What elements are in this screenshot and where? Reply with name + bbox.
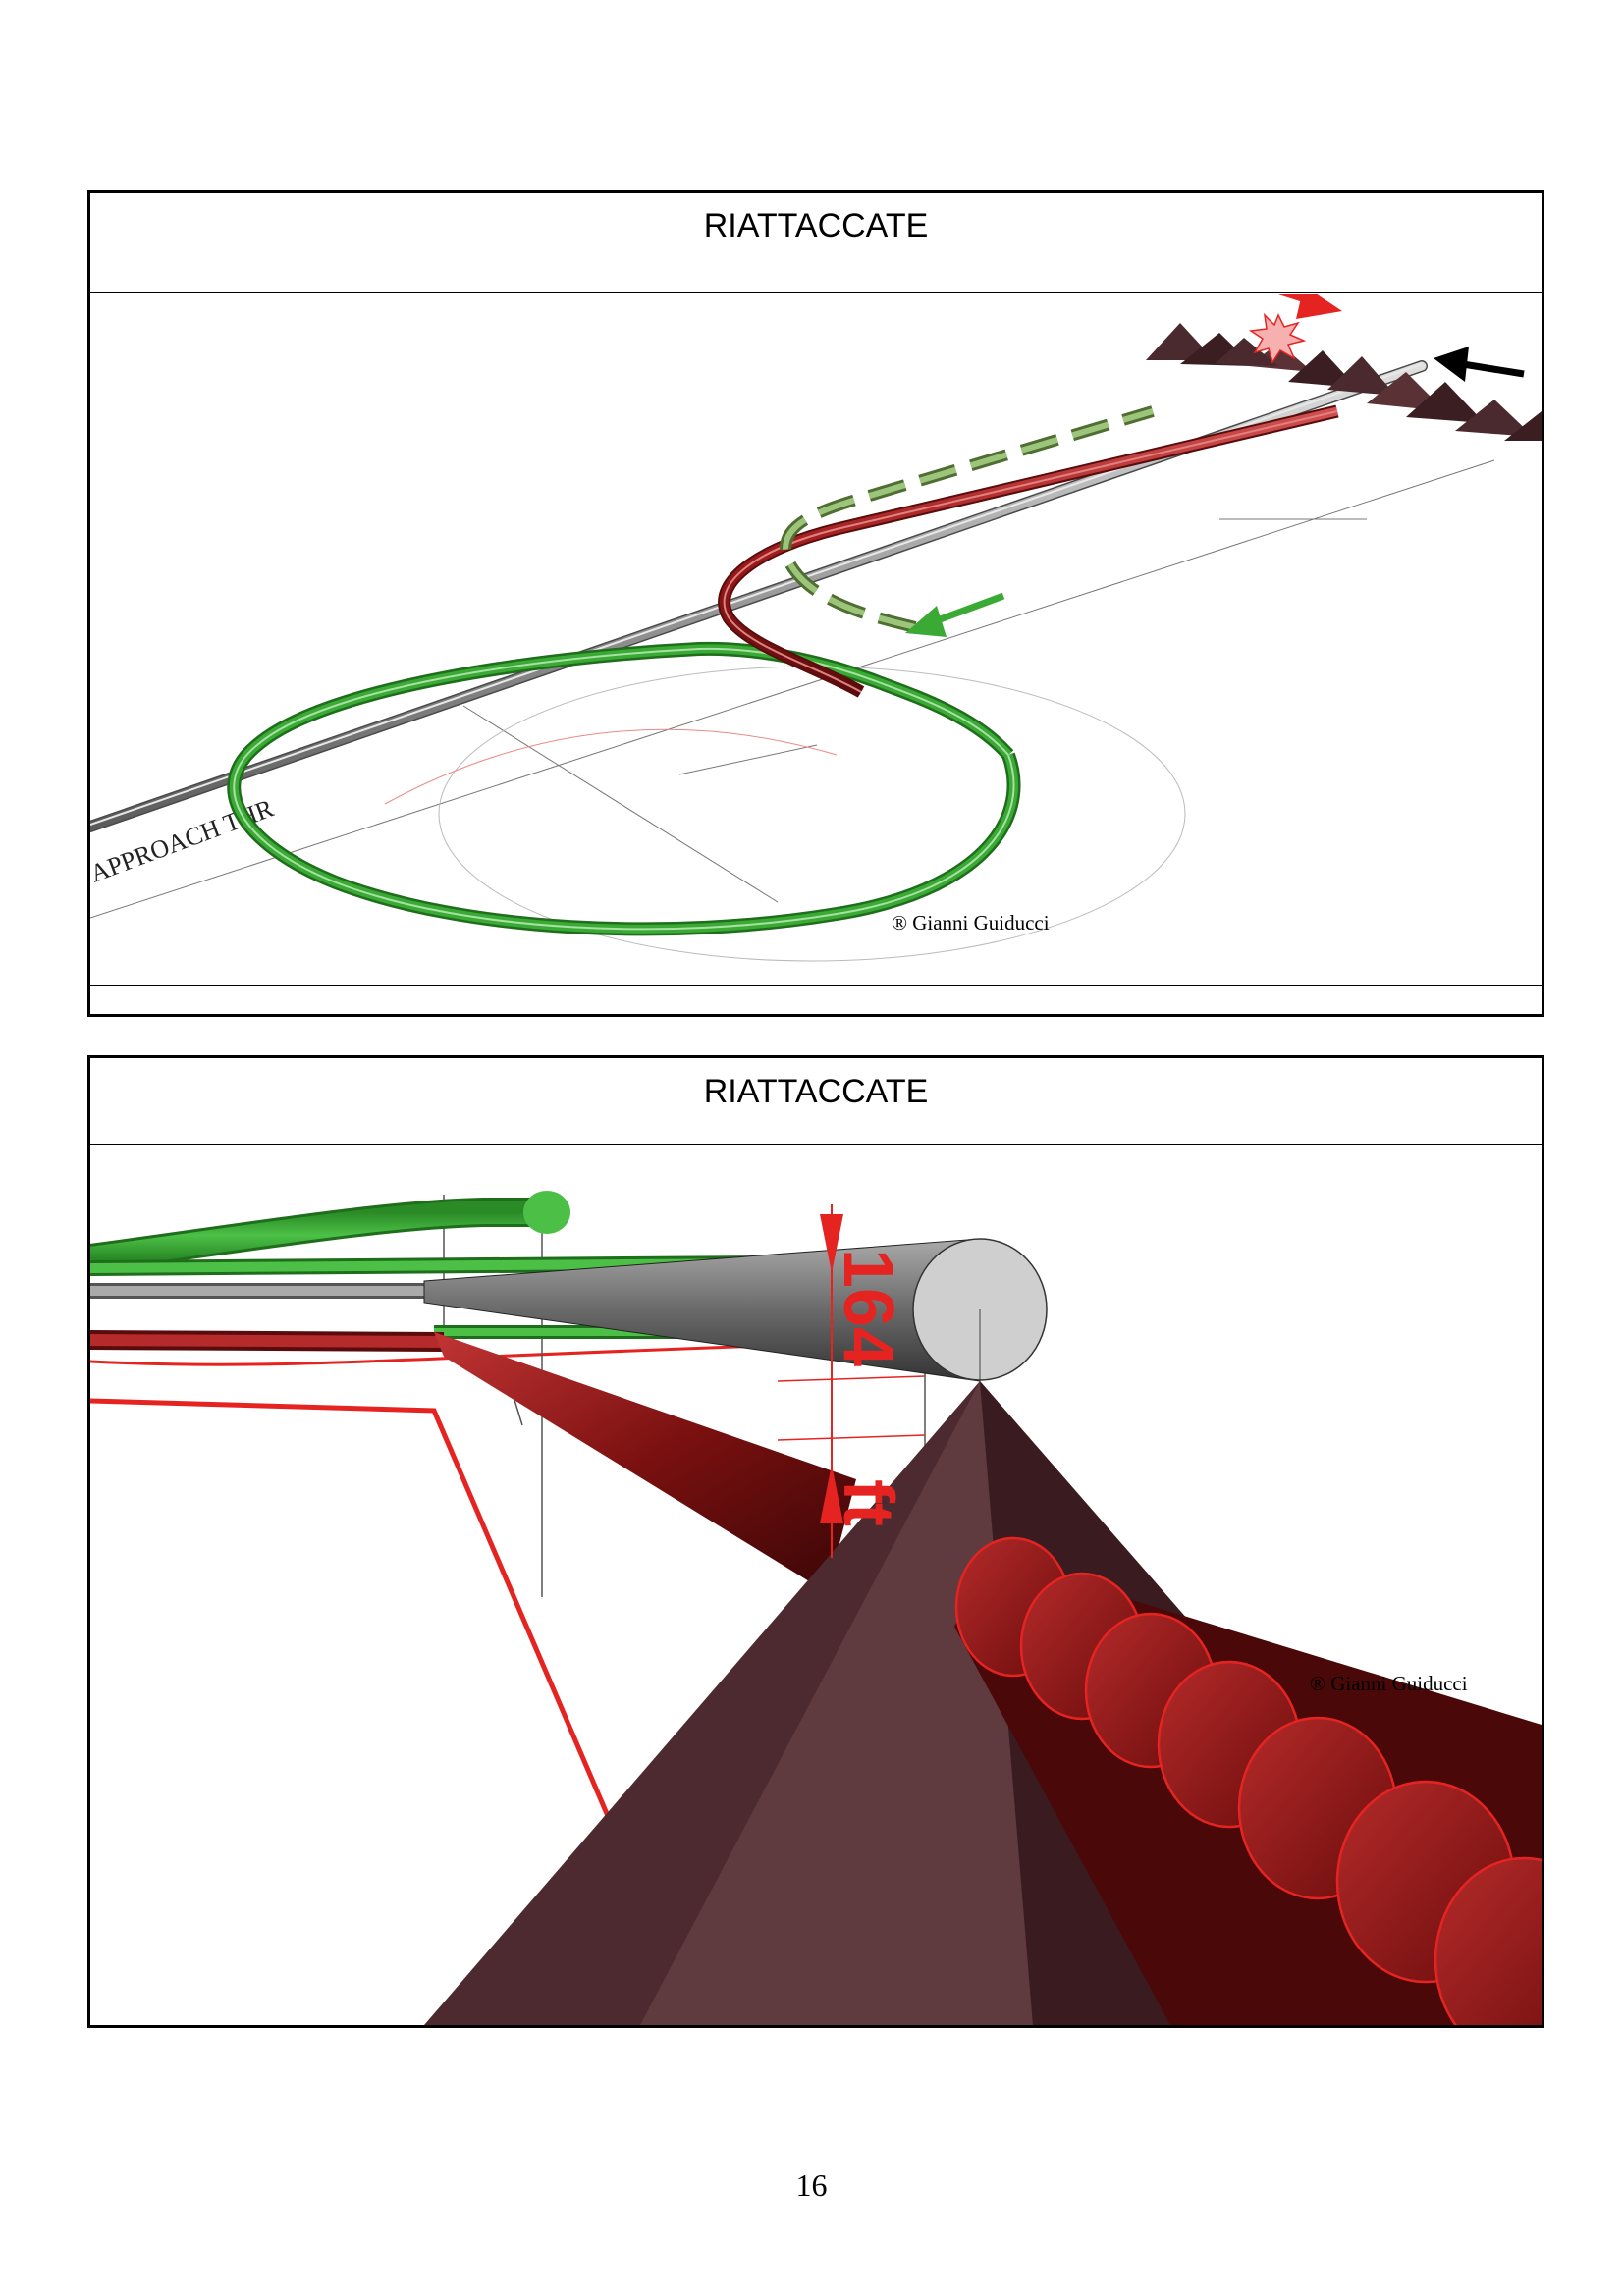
red-disc-track [954,1536,1542,2025]
slide-1-title: RIATTACCATE [703,207,929,244]
runway-label: APPROACH THR [90,793,278,887]
terrain-peaks [1146,323,1542,441]
green-missed-approach-track [227,641,1021,936]
clearance-dimension [777,1204,926,1558]
slide-1-bottom-rule [90,985,1542,986]
red-arrow-icon [1274,294,1342,319]
slide-2: RIATTACCATE [87,1055,1544,2028]
slide-1-title-rule [90,292,1542,293]
closeup-scene: 164 ft [90,1191,1542,2025]
red-ground-trace [384,728,838,805]
clearance-unit: ft [829,1479,907,1526]
dashed-green-track [780,405,1155,633]
green-arrow-icon [905,592,1005,637]
page-number: 16 [795,2167,828,2203]
slide-1: RIATTACCATE APPRO [87,190,1544,1017]
runway-tube [90,1238,1048,1382]
slide-2-title-rule [90,1144,1542,1145]
approach-scene: APPROACH THR [90,294,1542,962]
red-flight-tube [90,1330,856,1592]
impact-star-icon [1248,312,1307,364]
black-arrow-icon [1434,347,1525,382]
clearance-value: 164 [829,1249,907,1366]
slide-1-copyright: ® Gianni Guiducci [892,911,1050,934]
slide-2-copyright: ® Gianni Guiducci [1310,1672,1468,1695]
slide-2-title: RIATTACCATE [703,1073,929,1110]
